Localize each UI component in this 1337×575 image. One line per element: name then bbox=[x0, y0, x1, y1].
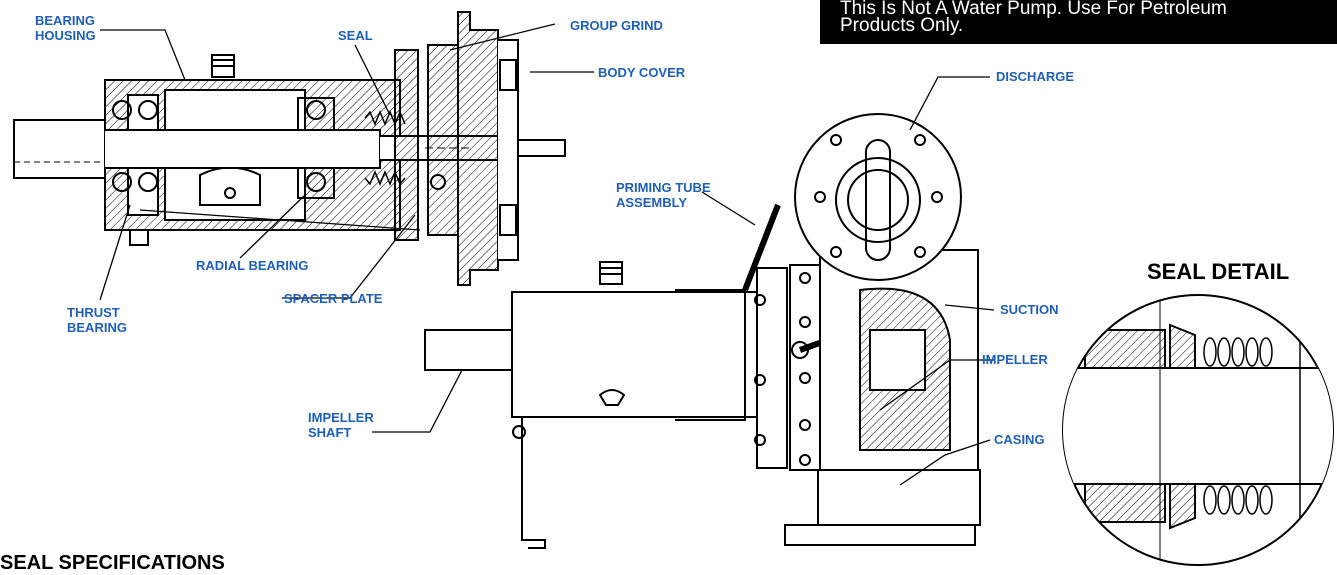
bearing-frame bbox=[511, 291, 758, 418]
label-discharge: DISCHARGE bbox=[996, 69, 1075, 84]
label-thrust-bearing-line2: BEARING bbox=[67, 320, 127, 335]
notice-banner: This Is Not A Water Pump. Use For Petrol… bbox=[820, 0, 1337, 44]
notice-line-1: This Is Not A Water Pump. Use For Petrol… bbox=[840, 0, 1227, 19]
label-bearing-housing: BEARING HOUSING bbox=[35, 13, 96, 43]
spacer-plate bbox=[394, 49, 419, 241]
label-bearing-housing-line1: BEARING bbox=[35, 13, 95, 28]
label-impeller-shaft-line1: IMPELLER bbox=[308, 410, 374, 425]
label-thrust-bearing-line1: THRUST bbox=[67, 305, 120, 320]
label-priming-tube-line2: ASSEMBLY bbox=[616, 195, 688, 210]
seal-specifications-title: SEAL SPECIFICATIONS bbox=[0, 552, 225, 574]
label-body-cover: BODY COVER bbox=[598, 65, 686, 80]
discharge-flange bbox=[794, 113, 962, 281]
label-priming-tube-line1: PRIMING TUBE bbox=[616, 180, 711, 195]
leader-lines bbox=[99, 23, 995, 486]
seal-detail-view bbox=[1062, 294, 1334, 566]
label-group-grind: GROUP GRIND bbox=[570, 18, 663, 33]
section-view bbox=[13, 11, 566, 286]
label-impeller-shaft: IMPELLER SHAFT bbox=[308, 410, 374, 440]
pump-base bbox=[817, 469, 981, 526]
label-priming-tube: PRIMING TUBE ASSEMBLY bbox=[616, 180, 711, 210]
body-cover bbox=[457, 11, 499, 286]
exterior-view bbox=[424, 113, 981, 549]
notice-line-2: Products Only. bbox=[840, 15, 964, 36]
label-casing: CASING bbox=[994, 432, 1045, 447]
shaft bbox=[13, 119, 106, 179]
label-spacer-plate: SPACER PLATE bbox=[284, 291, 383, 306]
label-seal: SEAL bbox=[338, 28, 373, 43]
label-suction: SUCTION bbox=[1000, 302, 1059, 317]
flange-bolts bbox=[754, 272, 811, 466]
thrust-bearing bbox=[112, 100, 158, 192]
seal-detail-title: SEAL DETAIL bbox=[1147, 259, 1290, 284]
label-thrust-bearing: THRUST BEARING bbox=[67, 305, 127, 335]
label-impeller: IMPELLER bbox=[982, 352, 1048, 367]
label-bearing-housing-line2: HOUSING bbox=[35, 28, 96, 43]
label-radial-bearing: RADIAL BEARING bbox=[196, 258, 309, 273]
label-impeller-shaft-line2: SHAFT bbox=[308, 425, 352, 440]
